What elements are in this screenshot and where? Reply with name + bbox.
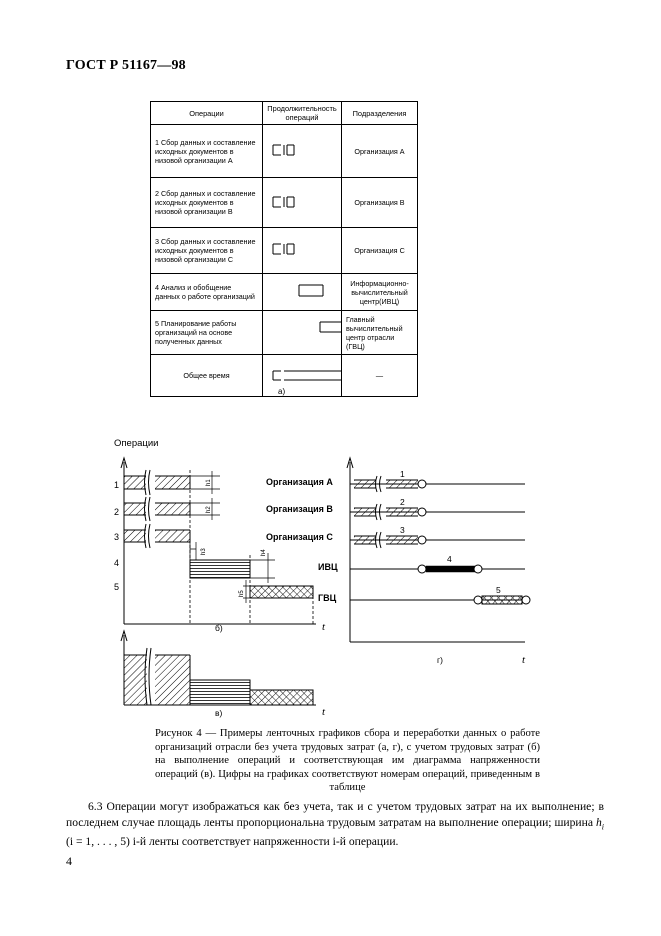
department-cell: — (341, 354, 418, 397)
duration-cell (262, 273, 342, 311)
duration-cell (262, 124, 342, 178)
duration-bar-icon (272, 144, 295, 156)
paragraph-6-3: 6.3 Операции могут изображаться как без … (66, 799, 604, 850)
operation-number: 1 (400, 469, 405, 479)
table-row: 5 Планирование работы организаций на осн… (150, 310, 418, 355)
tape-g5 (473, 595, 531, 605)
chart-v-caption: в) (215, 708, 223, 718)
duration-bar-icon (272, 370, 341, 381)
axis-label-t: t (322, 621, 326, 633)
page-number: 4 (66, 854, 72, 868)
operation-cell: 2 Сбор данных и составление исходных док… (150, 177, 263, 228)
operation-cell: 4 Анализ и обобщение данных о работе орг… (150, 273, 263, 311)
org-label: Организация С (266, 532, 333, 542)
duration-cell (262, 354, 342, 397)
chart-g: Организация А Организация В Организация … (266, 456, 531, 666)
standard-header: ГОСТ Р 51167—98 (66, 58, 186, 73)
chart-g-caption: г) (437, 655, 443, 665)
operations-table: Операции Продолжительность операций Подр… (150, 101, 418, 397)
h-label: h3 (201, 548, 207, 555)
tape-g4 (417, 564, 483, 574)
column-header-duration: Продолжительность операций (262, 101, 342, 125)
figure-caption: Рисунок 4 — Примеры ленточных графиков с… (155, 728, 540, 793)
paragraph-text: 6.3 Операции могут изображаться как без … (66, 800, 604, 829)
chart-v: t в) (120, 629, 326, 718)
duration-bar-icon (319, 321, 341, 333)
row-label: 5 (114, 582, 119, 592)
tape-g1 (354, 475, 427, 493)
operation-number: 5 (496, 585, 501, 595)
axis-label-t: t (322, 706, 326, 718)
duration-bar-icon (298, 284, 324, 297)
row-label: 2 (114, 507, 119, 517)
width-dimensions (189, 471, 275, 603)
chart-b: Операции 1 2 3 4 5 (114, 438, 326, 633)
department-cell: Информационно-вычислительный центр(ИВЦ) (341, 273, 418, 311)
h-label: h5 (239, 590, 245, 597)
h-label: h4 (261, 549, 267, 556)
h-symbol: h (595, 815, 602, 829)
h-label: h1 (206, 479, 212, 486)
tape-5 (249, 585, 314, 599)
i-subscript: i (601, 821, 604, 831)
org-label: ИВЦ (318, 562, 338, 572)
paragraph-text-end: i-й ленты соответствует напряженности i-… (132, 835, 399, 849)
table-row: 2 Сбор данных и составление исходных док… (150, 177, 418, 228)
column-header-departments: Подразделения (341, 101, 418, 125)
row-label: 4 (114, 558, 119, 568)
tape-g2 (354, 503, 427, 521)
paragraph-range: (i = 1, . . . , 5) (66, 835, 133, 849)
org-label: ГВЦ (318, 593, 337, 603)
tape-4 (189, 559, 251, 579)
tape-g3 (354, 531, 427, 549)
h-label: h2 (206, 506, 212, 513)
axis-label-t: t (522, 654, 526, 666)
table-row: 4 Анализ и обобщение данных о работе орг… (150, 273, 418, 311)
tape-2 (124, 496, 191, 522)
duration-cell (262, 310, 342, 355)
chart-b-caption: б) (215, 623, 223, 633)
duration-bar-icon (272, 196, 295, 208)
duration-bar-icon (272, 243, 295, 255)
row-label: 3 (114, 532, 119, 542)
org-label: Организация А (266, 477, 333, 487)
row-label: 1 (114, 480, 119, 490)
tape-3 (124, 523, 191, 549)
department-cell: Организация А (341, 124, 418, 178)
operation-cell: 3 Сбор данных и составление исходных док… (150, 227, 263, 274)
department-cell: Главный вычислительный центр отрасли (ГВ… (341, 310, 418, 355)
department-cell: Организация С (341, 227, 418, 274)
operation-number: 2 (400, 497, 405, 507)
chart-b-title: Операции (114, 438, 158, 449)
chart-b-y-arrow (120, 456, 128, 469)
tape-1 (124, 469, 191, 496)
org-label: Организация В (266, 504, 333, 514)
operation-cell: Общее время (150, 354, 263, 397)
table-header-row: Операции Продолжительность операций Подр… (150, 101, 418, 125)
operation-number: 3 (400, 525, 405, 535)
operation-cell: 5 Планирование работы организаций на осн… (150, 310, 263, 355)
operation-number: 4 (447, 554, 452, 564)
table-row: Общее время — (150, 354, 418, 397)
department-cell: Организация В (341, 177, 418, 228)
table-row: 1 Сбор данных и составление исходных док… (150, 124, 418, 178)
table-caption: а) (278, 387, 286, 396)
column-header-operations: Операции (150, 101, 263, 125)
